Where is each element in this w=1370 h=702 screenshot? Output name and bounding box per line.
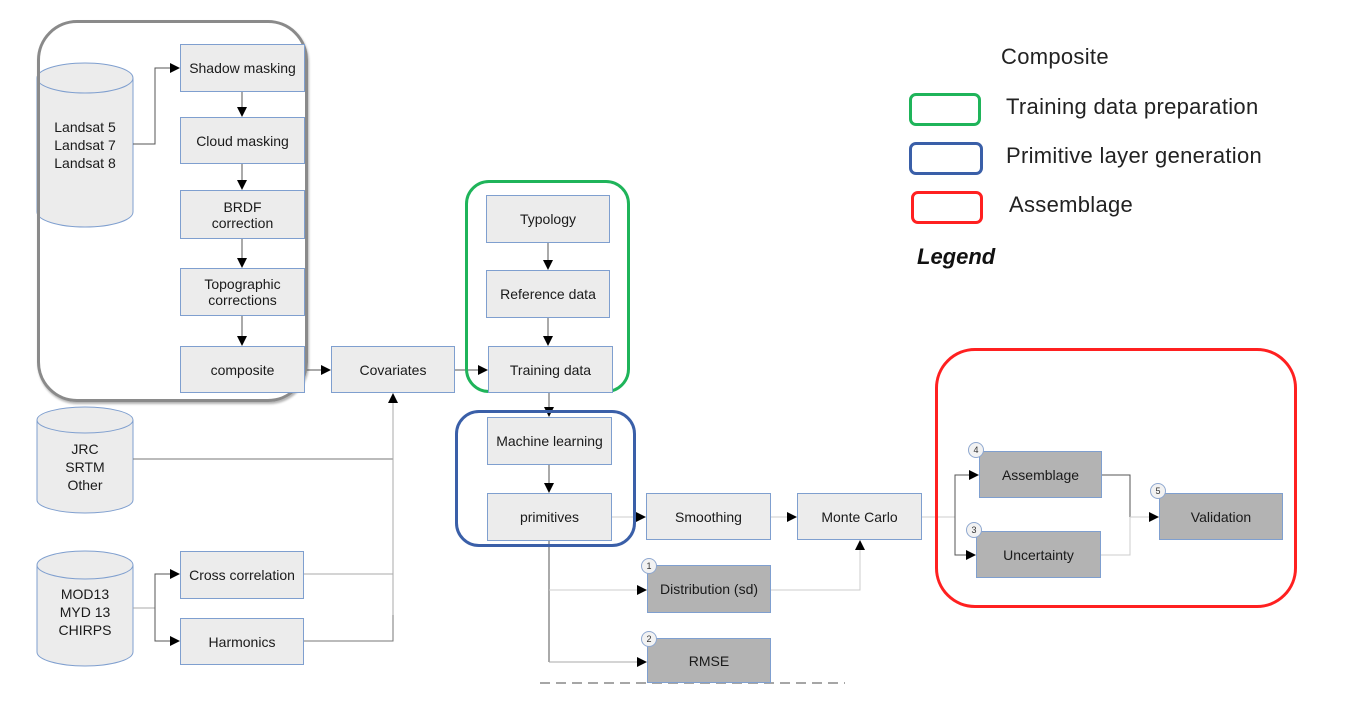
assemblage-step-badge: 4	[968, 442, 984, 458]
landsat-cylinder	[36, 62, 134, 228]
legend-item-assemblage-label: Assemblage	[1009, 192, 1134, 217]
connector-to-uncertainty	[954, 517, 976, 560]
composite-box[interactable]: composite	[180, 346, 305, 393]
uncertainty-box[interactable]: Uncertainty	[976, 531, 1101, 578]
legend-item-training-label: Training data preparation	[1006, 94, 1259, 119]
training-data-box[interactable]: Training data	[488, 346, 613, 393]
legend-swatch-assemblage	[911, 191, 983, 224]
covariates-box[interactable]: Covariates	[331, 346, 455, 393]
monte-carlo-box[interactable]: Monte Carlo	[797, 493, 922, 540]
primitives-box[interactable]: primitives	[487, 493, 612, 541]
connector-uncertainty-validation	[1101, 517, 1131, 556]
modis-source-label: MOD13 MYD 13 CHIRPS	[58, 586, 112, 638]
rmse-step-badge: 2	[641, 631, 657, 647]
cloud-masking-box[interactable]: Cloud masking	[180, 117, 305, 164]
legend-item-primitive-label: Primitive layer generation	[1006, 143, 1263, 168]
primitive-group-outline	[455, 410, 636, 547]
assemblage-box[interactable]: Assemblage	[979, 451, 1102, 498]
connector-assemblage-validation	[1102, 474, 1131, 517]
cross-correlation-box[interactable]: Cross correlation	[180, 551, 304, 599]
assemblage-group-outline	[935, 348, 1297, 608]
distribution-box[interactable]: Distribution (sd)	[647, 565, 771, 613]
connector-distribution-montecarlo	[771, 540, 865, 591]
legend-swatch-training	[909, 93, 981, 126]
brdf-correction-box[interactable]: BRDF correction	[180, 190, 305, 239]
validation-box[interactable]: Validation	[1159, 493, 1283, 540]
composite-group-outline	[37, 20, 308, 402]
topographic-corrections-box[interactable]: Topographic corrections	[180, 268, 305, 316]
smoothing-box[interactable]: Smoothing	[646, 493, 771, 540]
landsat-source-label: Landsat 5 Landsat 7 Landsat 8	[54, 119, 116, 171]
connector-landsat-shadow	[133, 63, 180, 145]
connector-modis-harmonics	[154, 608, 180, 646]
modis-cylinder	[36, 550, 134, 667]
typology-box[interactable]: Typology	[486, 195, 610, 243]
harmonics-box[interactable]: Harmonics	[180, 618, 304, 665]
connector-to-assemblage	[954, 470, 979, 517]
legend-swatch-primitive	[909, 142, 983, 175]
validation-step-badge: 5	[1150, 483, 1166, 499]
distribution-step-badge: 1	[641, 558, 657, 574]
connector-harmonics-covariates	[304, 615, 394, 642]
legend-item-composite-label: Composite	[1001, 44, 1109, 69]
jrc-source-label: JRC SRTM Other	[65, 441, 105, 493]
legend-title: Legend	[917, 244, 996, 269]
reference-data-box[interactable]: Reference data	[486, 270, 610, 318]
machine-learning-box[interactable]: Machine learning	[487, 417, 612, 465]
rmse-box[interactable]: RMSE	[647, 638, 771, 683]
connector-modis-cross	[154, 569, 180, 608]
uncertainty-step-badge: 3	[966, 522, 982, 538]
shadow-masking-box[interactable]: Shadow masking	[180, 44, 305, 92]
jrc-cylinder	[36, 406, 134, 514]
